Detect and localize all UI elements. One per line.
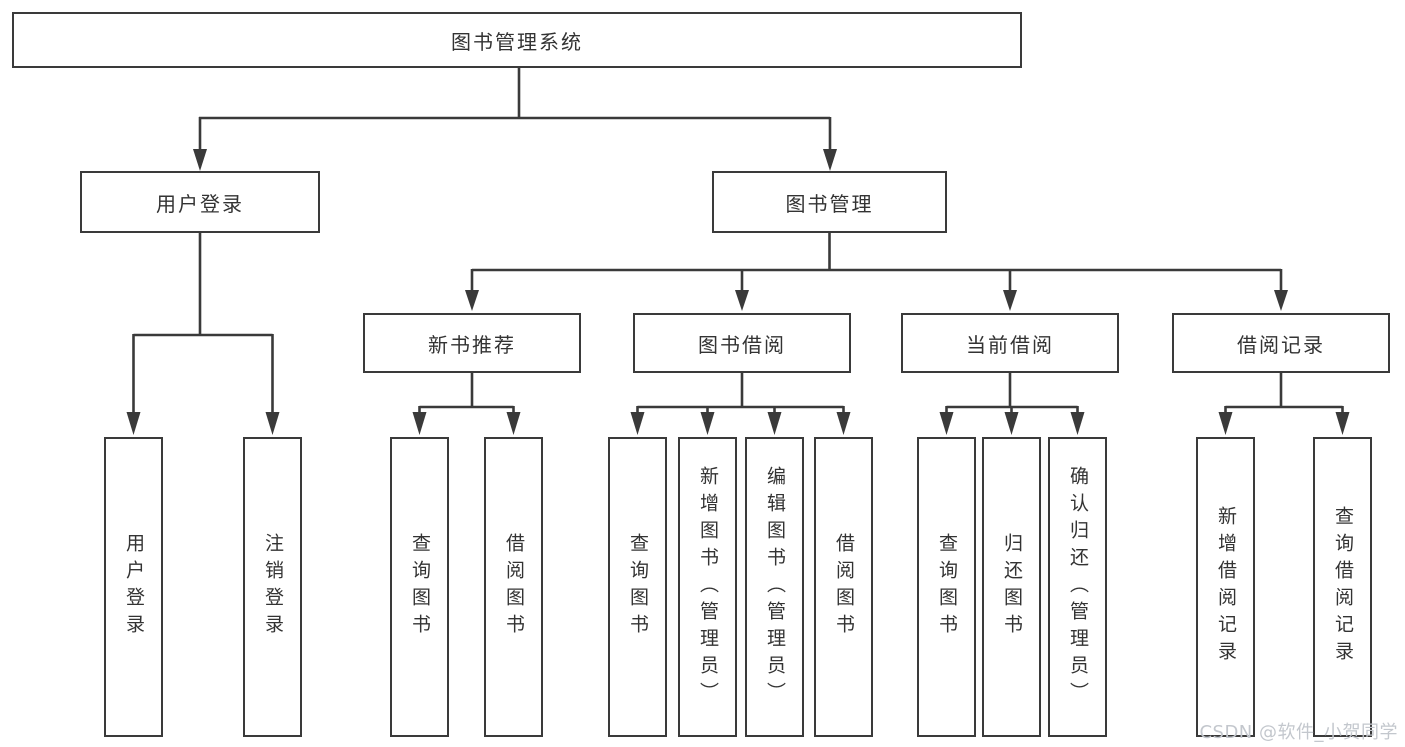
arrowhead-icon xyxy=(630,412,645,435)
leaf-label: 确认归还（管理员） xyxy=(1067,465,1089,709)
arrowhead-icon xyxy=(1335,412,1350,435)
leaf-label: 注销登录 xyxy=(262,533,284,641)
arrowhead-icon xyxy=(506,412,521,435)
leaf-label: 查询图书 xyxy=(936,533,958,641)
arrowhead-icon xyxy=(126,412,141,435)
leaf-label: 新增图书（管理员） xyxy=(697,465,719,709)
leaf-logout: 注销登录 xyxy=(243,437,302,737)
leaf-borrow-books: 借阅图书 xyxy=(814,437,873,737)
leaf-label: 查询图书 xyxy=(409,533,431,641)
arrowhead-icon xyxy=(1218,412,1233,435)
leaf-query-borrow-record: 查询借阅记录 xyxy=(1313,437,1372,737)
arrowhead-icon xyxy=(939,412,954,435)
csdn-watermark: CSDN @软件_小贺同学 xyxy=(1199,722,1398,743)
leaf-add-book-admin: 新增图书（管理员） xyxy=(678,437,737,737)
arrowhead-icon xyxy=(700,412,715,435)
leaf-add-borrow-record: 新增借阅记录 xyxy=(1196,437,1255,737)
leaf-query-books-borrow: 查询图书 xyxy=(608,437,667,737)
leaf-label: 编辑图书（管理员） xyxy=(764,465,786,709)
arrowhead-icon xyxy=(1070,412,1085,435)
node-root-library-system: 图书管理系统 xyxy=(12,12,1022,68)
leaf-query-books-recommend: 查询图书 xyxy=(390,437,449,737)
leaf-edit-book-admin: 编辑图书（管理员） xyxy=(745,437,804,737)
leaf-confirm-return-admin: 确认归还（管理员） xyxy=(1048,437,1107,737)
arrowhead-icon xyxy=(465,290,479,311)
leaf-label: 用户登录 xyxy=(123,533,145,641)
arrowhead-icon xyxy=(265,412,280,435)
arrowhead-icon xyxy=(767,412,782,435)
leaf-label: 借阅图书 xyxy=(833,533,855,641)
node-book-management: 图书管理 xyxy=(712,171,947,233)
arrowhead-icon xyxy=(836,412,851,435)
arrowhead-icon xyxy=(1274,290,1288,311)
arrowhead-icon xyxy=(823,149,837,171)
leaf-return-book: 归还图书 xyxy=(982,437,1041,737)
arrowhead-icon xyxy=(735,290,749,311)
node-borrow-records: 借阅记录 xyxy=(1172,313,1390,373)
leaf-label: 查询借阅记录 xyxy=(1332,506,1354,668)
node-current-borrow: 当前借阅 xyxy=(901,313,1119,373)
arrowhead-icon xyxy=(1004,412,1019,435)
leaf-user-login: 用户登录 xyxy=(104,437,163,737)
node-user-login: 用户登录 xyxy=(80,171,320,233)
arrowhead-icon xyxy=(1003,290,1017,311)
leaf-borrow-books-recommend: 借阅图书 xyxy=(484,437,543,737)
leaf-label: 归还图书 xyxy=(1001,533,1023,641)
arrowhead-icon xyxy=(193,149,207,171)
leaf-label: 查询图书 xyxy=(627,533,649,641)
node-book-borrow: 图书借阅 xyxy=(633,313,851,373)
arrowhead-icon xyxy=(412,412,427,435)
leaf-label: 新增借阅记录 xyxy=(1215,506,1237,668)
node-new-book-recommend: 新书推荐 xyxy=(363,313,581,373)
leaf-query-books-current: 查询图书 xyxy=(917,437,976,737)
leaf-label: 借阅图书 xyxy=(503,533,525,641)
